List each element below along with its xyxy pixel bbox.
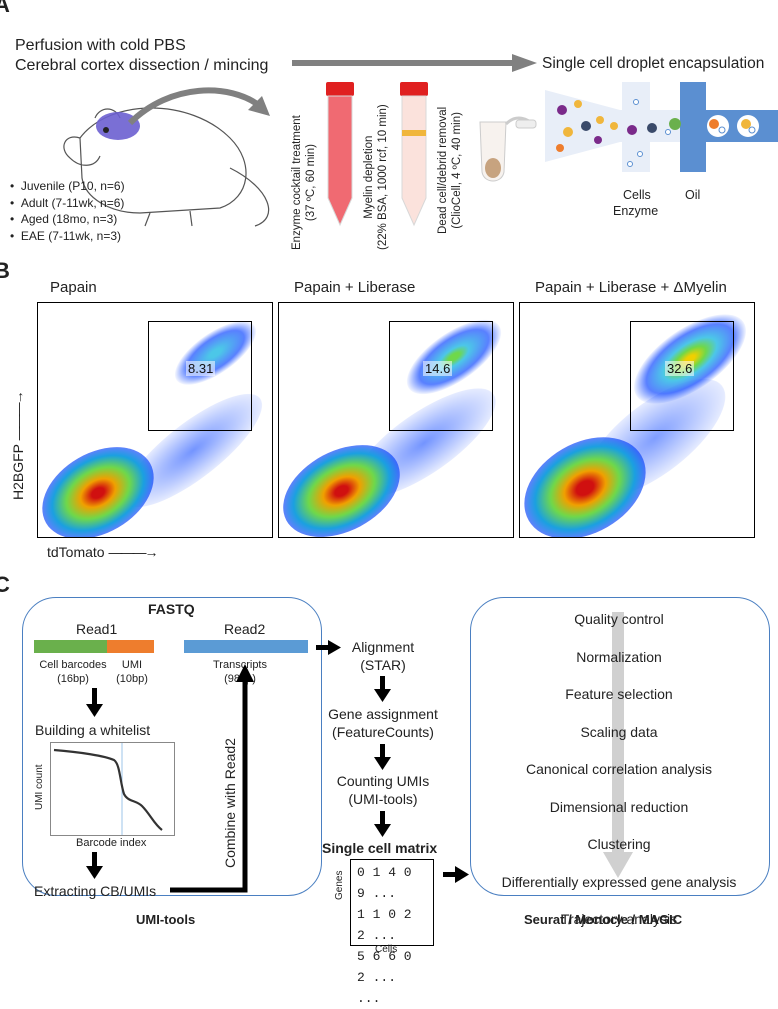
down-arrow-icon (374, 811, 391, 837)
pipeline-step: Scaling data (580, 723, 658, 740)
y-axis-label: H2BGFP ———→ (10, 392, 26, 500)
read1-umi-bar (107, 640, 154, 653)
curved-arrow-icon (127, 87, 270, 126)
seurat-label: Seurat / Monocle / MAGIC (524, 912, 683, 927)
condition-item: • Aged (18mo, n=3) (10, 212, 118, 226)
panel-a-title-line1: Perfusion with cold PBS (15, 37, 186, 54)
gate-value: 8.31 (186, 361, 216, 376)
barcode-index-label: Barcode index (76, 837, 147, 849)
genes-label: Genes (334, 870, 345, 900)
counting-step: Counting UMIs(UMI-tools) (336, 773, 430, 807)
oil-label: Oil (685, 188, 701, 202)
condition-item: • Adult (7-11wk, n=6) (10, 195, 125, 210)
cells-label: Cells (623, 188, 651, 202)
pipeline-step: Normalization (576, 648, 662, 665)
pipeline-arrow-icon (603, 612, 633, 878)
down-arrow-icon (374, 744, 391, 770)
analysis-box (470, 597, 770, 896)
pipeline-step: Differentially expressed gene analysis (501, 873, 737, 890)
pipeline-step: Feature selection (565, 686, 673, 702)
plot-title: Papain + Liberase (294, 279, 416, 296)
panel-b-letter: B (0, 258, 10, 283)
flow-plot-papain-liberase: 14.6 (278, 302, 514, 538)
gate-value: 32.6 (665, 361, 695, 376)
mouse-brain-highlight (96, 112, 140, 140)
enzyme-tube-icon (326, 82, 354, 227)
panel-c-letter: C (0, 572, 10, 597)
alignment-step: Alignment(STAR) (351, 639, 415, 673)
myelin-tube-icon (400, 82, 428, 227)
fastq-label: FASTQ (148, 601, 195, 617)
step-deadcell-text: Dead cell/debrid removal(ClioCell, 4 ºC,… (437, 106, 463, 234)
mouse-illustration (63, 107, 270, 227)
microfluidic-chip-diagram (545, 82, 778, 172)
read1-barcode-bar (34, 640, 107, 653)
combine-arrow-icon (170, 664, 254, 893)
enzyme-label: Enzyme (613, 204, 659, 218)
umi-tools-box (22, 597, 322, 896)
combine-label: Combine with Read2 (222, 738, 238, 868)
pipeline-step: Canonical correlation analysis (526, 761, 712, 777)
down-arrow-icon (86, 688, 103, 717)
matrix-title: Single cell matrix (322, 840, 438, 856)
knee-plot (50, 742, 175, 836)
right-arrow-icon (316, 640, 341, 655)
flow-plot-papain: 8.31 (37, 302, 273, 538)
gene-assignment-step: Gene assignment(FeatureCounts) (328, 706, 438, 740)
x-axis-label: tdTomato ———→ (47, 544, 158, 560)
down-arrow-icon (86, 852, 103, 879)
whitelist-label: Building a whitelist (35, 722, 151, 738)
right-arrow-icon (443, 866, 469, 883)
pipeline-list: Quality control Normalization Feature se… (472, 601, 766, 939)
panel-a-letter: A (0, 0, 10, 17)
plot-title: Papain + Liberase + ΔMyelin (535, 279, 727, 296)
eppendorf-tube-icon (479, 116, 537, 182)
read1-label: Read1 (76, 621, 118, 637)
read2-label: Read2 (224, 621, 266, 637)
pipeline-step: Quality control (574, 611, 664, 627)
conditions-list: • Juvenile (P10, n=6) • Adult (7-11wk, n… (10, 178, 125, 244)
pipeline-step: Clustering (587, 836, 651, 852)
condition-item: • Juvenile (P10, n=6) (10, 179, 125, 193)
umi-count-label: UMI count (34, 764, 45, 810)
extracting-label: Extracting CB/UMIs (34, 883, 157, 899)
step-myelin-text: Myelin depletion(22% BSA, 1000 rcf, 10 m… (363, 104, 389, 250)
umi-tools-label: UMI-tools (136, 912, 196, 927)
plot-title: Papain (50, 279, 97, 296)
condition-item: • EAE (7-11wk, n=3) (10, 228, 122, 243)
down-arrow-icon (374, 676, 391, 702)
umi-label: UMI(10bp) (116, 659, 148, 685)
read2-bar (184, 640, 308, 653)
panel-a-title-line2: Cerebral cortex dissection / mincing (15, 57, 269, 74)
droplet-title: Single cell droplet encapsulation (542, 55, 765, 72)
flow-plot-papain-liberase-myelin: 32.6 (519, 302, 755, 538)
process-arrow-icon (292, 54, 537, 72)
pipeline-step: Trajectory analysis (560, 911, 678, 927)
gate-value: 14.6 (423, 361, 453, 376)
single-cell-matrix: 0 1 4 0 9 ... 1 1 0 2 2 ... 5 6 6 0 2 ..… (350, 859, 434, 1006)
cell-barcodes-label: Cell barcodes(16bp) (39, 659, 107, 685)
step-enzyme-text: Enzyme cocktail treatment(37 ºC, 60 min) (291, 115, 317, 250)
pipeline-step: Dimensional reduction (549, 798, 689, 815)
cells-axis-label: Cells (375, 944, 398, 955)
